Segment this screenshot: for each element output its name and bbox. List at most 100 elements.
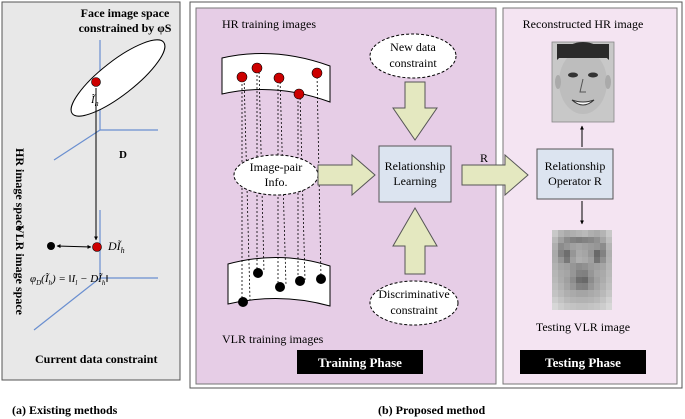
hr-point [273,72,285,84]
vlr-point [253,268,263,278]
new-constraint-down-arrow [392,81,438,141]
face-pixel [600,263,606,270]
face-pixel [594,243,600,250]
face-pixel [570,303,576,310]
face-pixel [558,269,564,277]
face-space-label: Face image space [81,6,170,20]
vlr-point [295,276,305,286]
hr-point [251,62,263,74]
face-pixel [606,249,612,257]
operator-line2: Operator R [548,174,602,188]
face-pixel [564,276,570,284]
existing-methods-panel: Face image space constrained by φS HR im… [1,1,181,381]
face-pixel [576,256,582,264]
face-pixel [576,230,582,237]
distance-formula: φD(Ĩh) = ‖Il − DĨh‖ [30,273,108,287]
face-pixel [576,289,582,297]
new-constraint-line1: New data [390,40,436,54]
face-pixel [570,283,576,290]
face-pixel [570,230,576,237]
face-pixel [552,283,558,290]
face-pixel [558,263,564,270]
face-pixel [582,243,588,250]
hr-training-points [236,62,323,100]
pair-to-learning-arrow [317,153,376,197]
face-pixel [564,243,570,250]
face-pixel [600,249,606,257]
face-pixel [576,269,582,277]
face-pixel [582,236,588,244]
face-pixel [594,289,600,297]
face-pixel [576,283,582,290]
vlr-projected-dot [92,242,102,252]
face-space-ellipse [70,39,166,117]
face-pixel [594,296,600,304]
relationship-operator-box [536,148,614,200]
face-pixel [606,263,612,270]
face-pixel [558,243,564,250]
face-pixel [594,263,600,270]
face-pixel [588,263,594,270]
point-d-label: D [119,149,127,161]
training-phase-bar [297,350,423,374]
hr-point [236,71,248,83]
point-hr-label: Ĩh [90,94,99,108]
face-pixel [552,236,558,244]
testing-vlr-face [552,230,612,310]
vlr-point [316,274,326,284]
face-pixel [570,289,576,297]
face-pixel [588,303,594,310]
face-pixel [600,276,606,284]
face-pixel [588,230,594,237]
face-pixel [606,256,612,264]
face-space-label-2: constrained by φS [79,21,172,35]
face-pixel [594,276,600,284]
new-data-constraint-ellipse [369,33,457,79]
face-pixel [564,249,570,257]
face-pixel [576,249,582,257]
face-pixel [606,289,612,297]
face-pixel [564,303,570,310]
face-pixel [582,269,588,277]
face-pixel [558,256,564,264]
vlr-training-points [238,268,326,307]
face-pixel [564,283,570,290]
discriminative-constraint-ellipse [369,280,459,326]
face-pixel [552,249,558,257]
reconstructed-hr-face [551,41,615,123]
face-pixel [558,236,564,244]
face-pixel [606,283,612,290]
face-pixel [606,243,612,250]
face-pixel [570,263,576,270]
face-pixel [582,230,588,237]
face-pixel [552,243,558,250]
face-pixel [600,256,606,264]
face-pixel [594,230,600,237]
face-pixel [600,243,606,250]
face-pixel [600,289,606,297]
face-pixel [582,289,588,297]
face-pixel [564,230,570,237]
face-pixel [606,303,612,310]
face-pixel [570,269,576,277]
r-label: R [480,151,488,165]
operator-line1: Relationship [545,159,606,173]
face-pixel [588,243,594,250]
testing-panel: Reconstructed HR image R Relationship Op… [461,7,678,385]
face-pixel [558,276,564,284]
face-pixel [600,269,606,277]
face-pixel [576,243,582,250]
face-pixel [576,236,582,244]
face-pixel [588,256,594,264]
hr-point [311,67,323,79]
image-pair-info-line2: Info. [265,175,288,189]
face-pixel [600,230,606,237]
disc-constraint-line1: Discriminative [378,287,449,301]
hr-point [293,88,305,100]
face-pixel [552,303,558,310]
face-pixel [552,276,558,284]
face-pixel [552,256,558,264]
hr-point-dot [91,77,101,87]
face-pixel [576,263,582,270]
